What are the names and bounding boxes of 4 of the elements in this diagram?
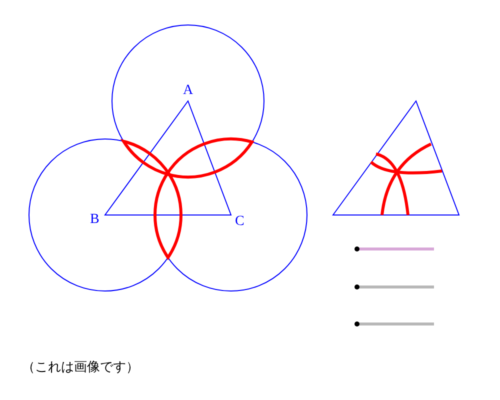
point-label: A [183,84,194,98]
note: （これは画像です） [22,361,139,375]
point-label: C [235,215,244,229]
point-label: B [90,213,100,227]
